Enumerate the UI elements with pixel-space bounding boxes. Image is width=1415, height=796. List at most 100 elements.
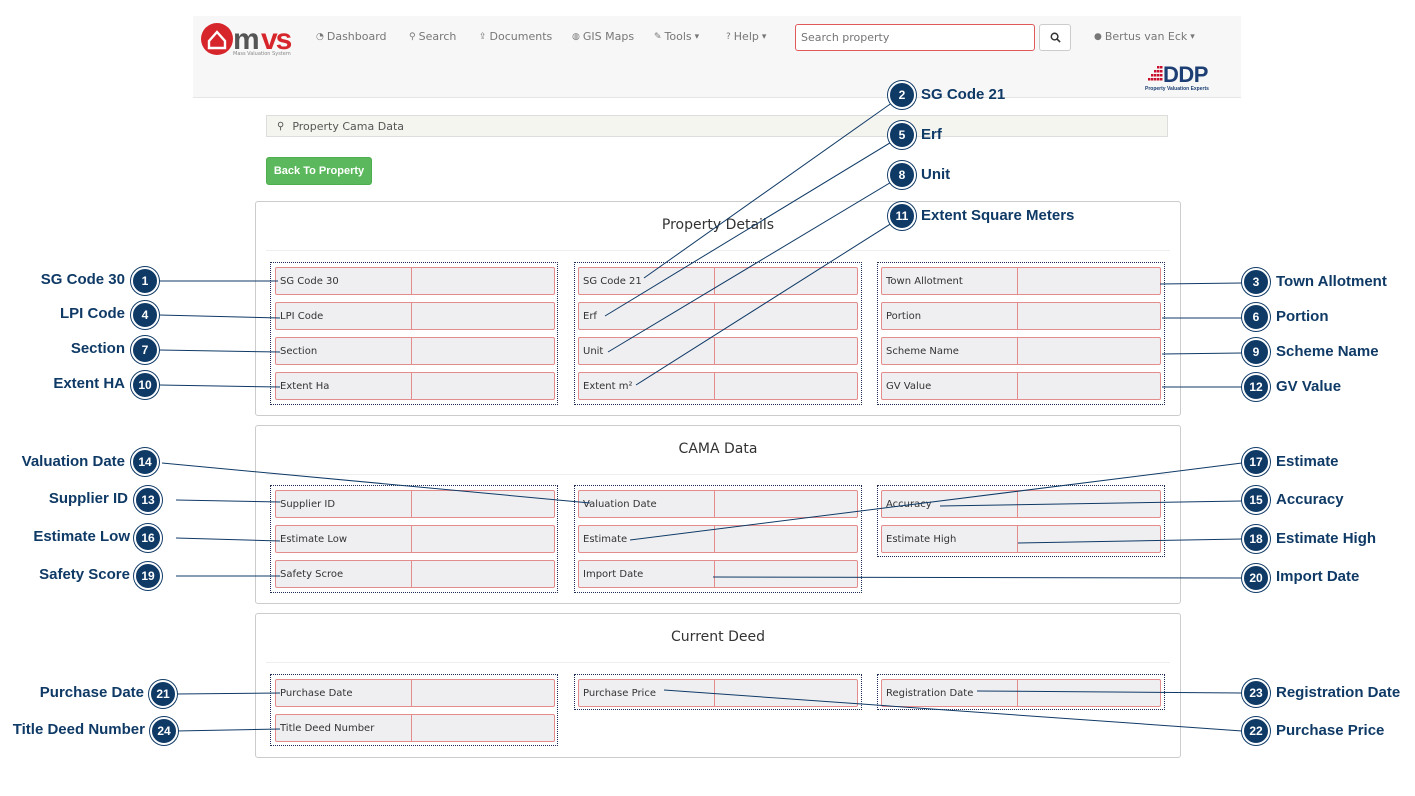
- field-lpi-code[interactable]: LPI Code: [275, 302, 555, 330]
- nav-gis-maps[interactable]: ◍ GIS Maps: [572, 30, 635, 43]
- callout-label-13: Supplier ID: [48, 490, 128, 507]
- group-deed-col1: [270, 674, 558, 746]
- field-sg-code-21[interactable]: SG Code 21: [578, 267, 858, 295]
- callout-badge-14: 14: [131, 448, 159, 476]
- panel-title: Current Deed: [671, 629, 765, 645]
- group-property-col2: [574, 262, 862, 405]
- nav-help-dropdown[interactable]: ? Help ▾: [726, 30, 767, 43]
- field-title-deed-number[interactable]: Title Deed Number: [275, 714, 555, 742]
- nav-tools-dropdown[interactable]: ✎ Tools ▾: [654, 30, 700, 43]
- map-marker-icon: ⚲: [277, 120, 285, 132]
- callout-label-23: Registration Date: [1276, 684, 1401, 701]
- group-cama-col1: [270, 485, 558, 593]
- field-erf[interactable]: Erf: [578, 302, 858, 330]
- callout-label-5: Erf: [921, 126, 942, 143]
- callout-label-16: Estimate Low: [33, 528, 130, 545]
- callout-label-6: Portion: [1276, 308, 1329, 325]
- field-safety-score[interactable]: Safety Scroe: [275, 560, 555, 588]
- nav-search[interactable]: ⚲ Search: [409, 30, 457, 43]
- top-navbar: m vs Mass Valuation System ◔ Dashboard ⚲…: [193, 16, 1241, 98]
- callout-badge-17: 17: [1242, 448, 1270, 476]
- callout-label-10: Extent HA: [53, 375, 125, 392]
- field-section[interactable]: Section: [275, 337, 555, 365]
- field-purchase-date[interactable]: Purchase Date: [275, 679, 555, 707]
- question-icon: ?: [726, 31, 731, 42]
- callout-badge-21: 21: [149, 680, 177, 708]
- search-icon: ⚲: [409, 31, 416, 42]
- user-icon: ●: [1094, 31, 1102, 42]
- upload-icon: ⇪: [479, 31, 487, 42]
- field-sg-code-30[interactable]: SG Code 30: [275, 267, 555, 295]
- user-menu-dropdown[interactable]: ● Bertus van Eck ▾: [1094, 30, 1195, 43]
- field-import-date[interactable]: Import Date: [578, 560, 858, 588]
- callout-badge-12: 12: [1242, 373, 1270, 401]
- callout-label-12: GV Value: [1276, 378, 1342, 395]
- callout-badge-6: 6: [1242, 303, 1270, 331]
- caret-down-icon: ▾: [694, 31, 700, 42]
- group-property-col1: [270, 262, 558, 405]
- callout-badge-15: 15: [1242, 486, 1270, 514]
- callout-badge-19: 19: [134, 562, 162, 590]
- property-search-input[interactable]: [795, 24, 1035, 51]
- field-purchase-price[interactable]: Purchase Price: [578, 679, 858, 707]
- caret-down-icon: ▾: [1190, 31, 1195, 42]
- callout-badge-20: 20: [1242, 564, 1270, 592]
- callout-label-14: Valuation Date: [21, 453, 125, 470]
- callout-label-2: SG Code 21: [921, 86, 1006, 103]
- nav-dashboard[interactable]: ◔ Dashboard: [316, 30, 387, 43]
- field-registration-date[interactable]: Registration Date: [881, 679, 1161, 707]
- field-portion[interactable]: Portion: [881, 302, 1161, 330]
- breadcrumb: ⚲ Property Cama Data: [266, 115, 1168, 137]
- panel-title: Property Details: [661, 217, 775, 233]
- globe-icon: ◍: [572, 31, 580, 42]
- callout-badge-24: 24: [150, 717, 178, 745]
- caret-down-icon: ▾: [761, 31, 767, 42]
- callout-label-22: Purchase Price: [1276, 722, 1385, 739]
- callout-label-3: Town Allotment: [1276, 273, 1387, 290]
- callout-badge-9: 9: [1242, 338, 1270, 366]
- callout-label-15: Accuracy: [1276, 491, 1344, 508]
- callout-label-19: Safety Score: [39, 566, 130, 583]
- callout-badge-3: 3: [1242, 268, 1270, 296]
- field-valuation-date[interactable]: Valuation Date: [578, 490, 858, 518]
- svg-text:vs: vs: [261, 23, 292, 56]
- search-button[interactable]: [1039, 24, 1071, 51]
- mvs-logo[interactable]: m vs Mass Valuation System: [199, 19, 309, 59]
- callout-badge-7: 7: [131, 336, 159, 364]
- field-town-allotment[interactable]: Town Allotment: [881, 267, 1161, 295]
- callout-label-4: LPI Code: [59, 305, 125, 322]
- callout-badge-16: 16: [134, 524, 162, 552]
- callout-badge-1: 1: [131, 267, 159, 295]
- field-gv-value[interactable]: GV Value: [881, 372, 1161, 400]
- field-extent-ha[interactable]: Extent Ha: [275, 372, 555, 400]
- field-estimate-high[interactable]: Estimate High: [881, 525, 1161, 553]
- callout-badge-13: 13: [134, 486, 162, 514]
- field-estimate[interactable]: Estimate: [578, 525, 858, 553]
- field-scheme-name[interactable]: Scheme Name: [881, 337, 1161, 365]
- callout-label-11: Extent Square Meters: [921, 207, 1075, 224]
- dots-graphic: [1148, 66, 1163, 81]
- field-extent-m2[interactable]: Extent m²: [578, 372, 858, 400]
- dashboard-icon: ◔: [316, 31, 324, 42]
- field-supplier-id[interactable]: Supplier ID: [275, 490, 555, 518]
- callout-label-21: Purchase Date: [39, 684, 144, 701]
- group-cama-col3: [877, 485, 1165, 557]
- wrench-icon: ✎: [654, 31, 662, 42]
- ddp-logo-text: DDP: [1163, 62, 1208, 87]
- nav-documents[interactable]: ⇪ Documents: [479, 30, 553, 43]
- ddp-logo: DDP Property Valuation Experts: [1143, 62, 1233, 94]
- callout-label-8: Unit: [921, 166, 951, 183]
- field-estimate-low[interactable]: Estimate Low: [275, 525, 555, 553]
- back-to-property-button[interactable]: Back To Property: [266, 157, 372, 185]
- callout-badge-8: 8: [888, 161, 916, 189]
- callout-label-7: Section: [70, 340, 125, 357]
- group-deed-col2: [574, 674, 862, 710]
- callout-label-17: Estimate: [1276, 453, 1339, 470]
- callout-badge-5: 5: [888, 121, 916, 149]
- callout-label-1: SG Code 30: [40, 271, 125, 288]
- callout-label-24: Title Deed Number: [12, 721, 145, 738]
- callout-badge-10: 10: [131, 371, 159, 399]
- callout-badge-2: 2: [888, 81, 916, 109]
- breadcrumb-label: Property Cama Data: [292, 119, 405, 133]
